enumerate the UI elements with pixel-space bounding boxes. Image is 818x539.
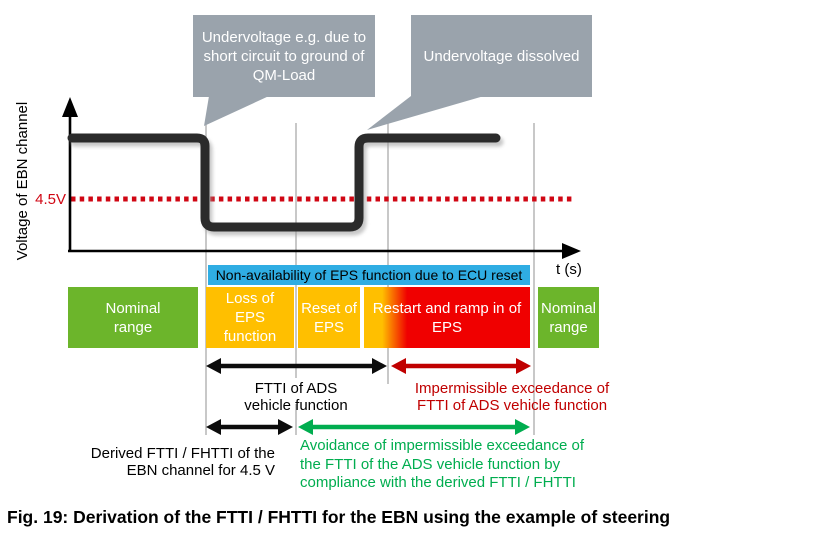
phase-reset-of-eps: Reset of EPS	[298, 287, 360, 348]
callout-undervoltage-cause: Undervoltage e.g. due to short circuit t…	[193, 15, 375, 97]
threshold-label: 4.5V	[35, 191, 66, 208]
ftti-ads-arrow	[206, 358, 387, 374]
voltage-curve-shadow	[70, 137, 504, 236]
phase-nominal-range-right: Nominal range	[538, 287, 599, 348]
voltage-curve	[67, 133, 501, 232]
derived-ftti-arrow	[206, 419, 293, 435]
avoidance-arrow	[298, 419, 530, 435]
phase-nominal-range-left: Nominal range	[68, 287, 198, 348]
callout-undervoltage-dissolved: Undervoltage dissolved	[411, 15, 592, 97]
y-axis-label: Voltage of EBN channel	[14, 101, 31, 261]
figure-caption: Fig. 19: Derivation of the FTTI / FHTTI …	[7, 507, 671, 527]
label-ftti-ads: FTTI of ADS vehicle function	[244, 380, 348, 414]
label-avoidance: Avoidance of impermissible exceedance of…	[300, 437, 585, 491]
callout1-pointer	[204, 96, 269, 126]
x-axis-arrowhead	[562, 243, 581, 259]
x-axis-label: t (s)	[556, 261, 582, 278]
label-derived-ftti: Derived FTTI / FHTTI of the EBN channel …	[90, 445, 275, 479]
callout2-pointer	[367, 96, 484, 130]
impermissible-exceedance-arrow	[391, 358, 531, 374]
y-axis-arrowhead	[62, 97, 78, 117]
phase-loss-of-eps: Loss of EPS function	[206, 287, 294, 348]
label-impermissible-exceedance: Impermissible exceedance of FTTI of ADS …	[414, 380, 610, 414]
phase-restart-ramp-in: Restart and ramp in of EPS	[364, 287, 530, 348]
non-availability-bar: Non-availability of EPS function due to …	[208, 265, 530, 285]
